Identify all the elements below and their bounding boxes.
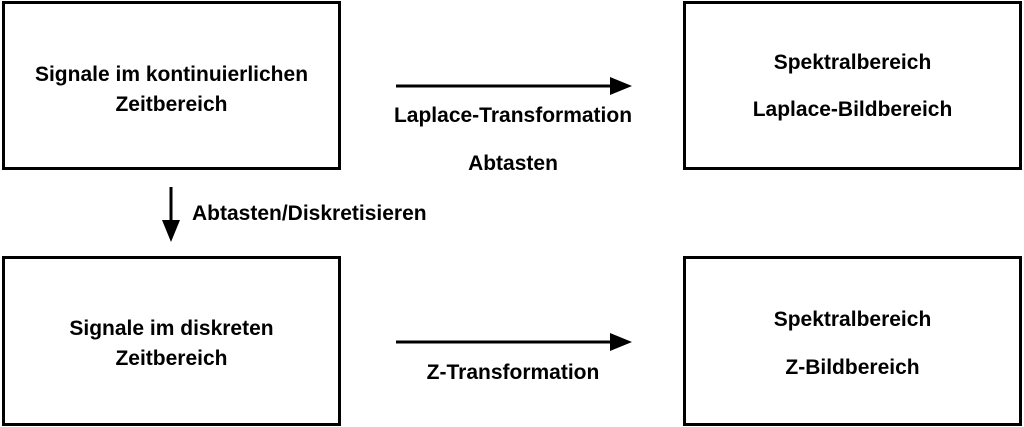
box-laplace-domain: Spektralbereich Laplace-Bildbereich	[683, 1, 1022, 170]
box-continuous-time-line2: Zeitbereich	[115, 93, 228, 116]
box-z-domain-line2: Z-Bildbereich	[785, 356, 920, 379]
box-discrete-time: Signale im diskreten Zeitbereich	[2, 256, 341, 426]
box-continuous-time: Signale im kontinuierlichen Zeitbereich	[2, 1, 341, 170]
arrow-z	[396, 333, 632, 351]
box-z-domain-line1: Spektralbereich	[773, 308, 932, 331]
box-discrete-time-line1: Signale im diskreten	[69, 317, 274, 340]
arrow-sampling	[162, 187, 180, 242]
box-laplace-domain-line2: Laplace-Bildbereich	[752, 98, 953, 121]
label-laplace-transformation: Laplace-Transformation	[393, 104, 633, 127]
box-discrete-time-line2: Zeitbereich	[115, 347, 228, 370]
arrow-laplace	[396, 77, 632, 95]
label-abtasten-diskretisieren: Abtasten/Diskretisieren	[192, 202, 427, 225]
label-z-transformation: Z-Transformation	[426, 361, 600, 384]
label-abtasten: Abtasten	[468, 152, 558, 175]
box-laplace-domain-line1: Spektralbereich	[773, 51, 932, 74]
box-z-domain: Spektralbereich Z-Bildbereich	[683, 256, 1022, 426]
box-continuous-time-line1: Signale im kontinuierlichen	[34, 63, 309, 86]
